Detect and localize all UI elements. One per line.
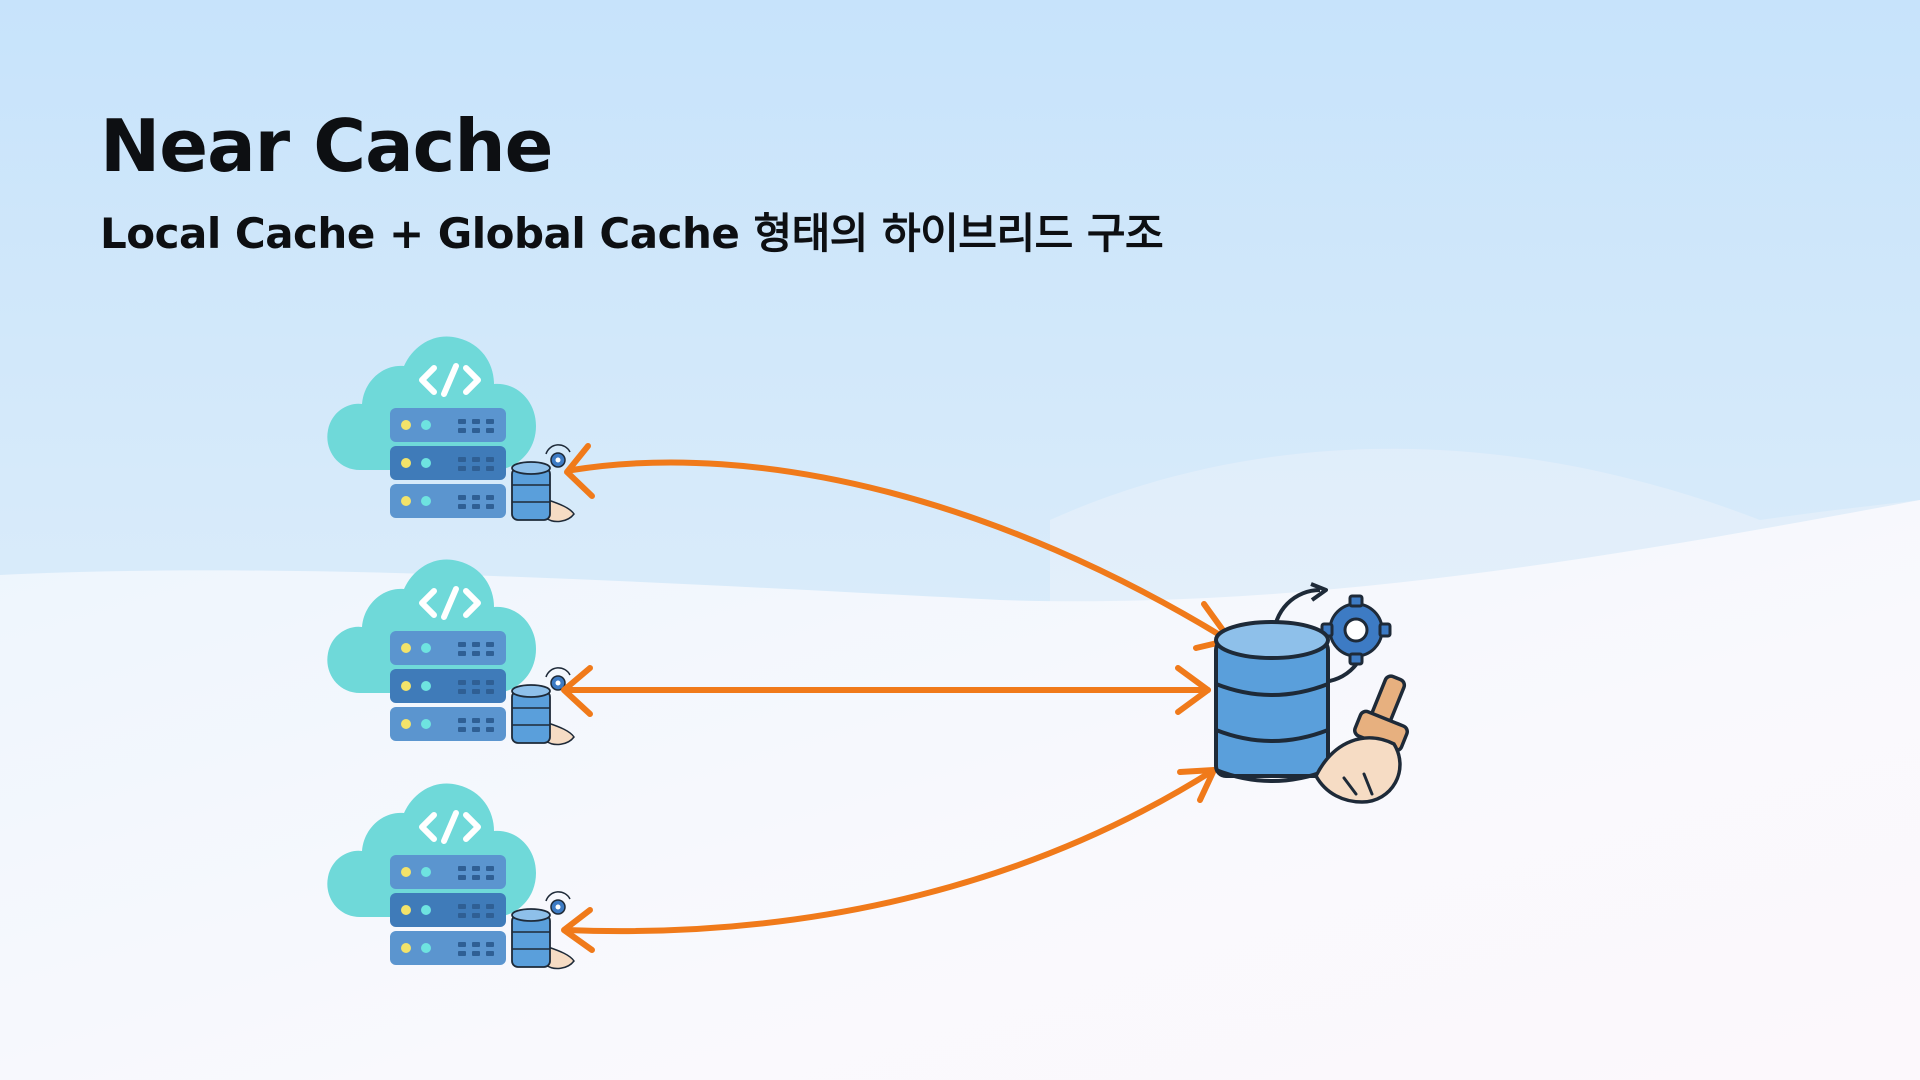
app-server-3 <box>327 783 574 968</box>
app-server-1 <box>327 336 574 521</box>
arrow-server-3-to-global-cache <box>561 767 1217 953</box>
arrow-server-1-to-global-cache <box>564 443 1233 651</box>
broom-icon <box>1314 674 1409 804</box>
arrow-server-2-to-global-cache <box>561 665 1211 717</box>
database-icon <box>1214 620 1330 783</box>
page-title: Near Cache <box>100 104 553 188</box>
page-subtitle: Local Cache + Global Cache 형태의 하이브리드 구조 <box>100 209 1164 258</box>
global-cache <box>1214 582 1409 804</box>
app-server-2 <box>327 559 574 744</box>
